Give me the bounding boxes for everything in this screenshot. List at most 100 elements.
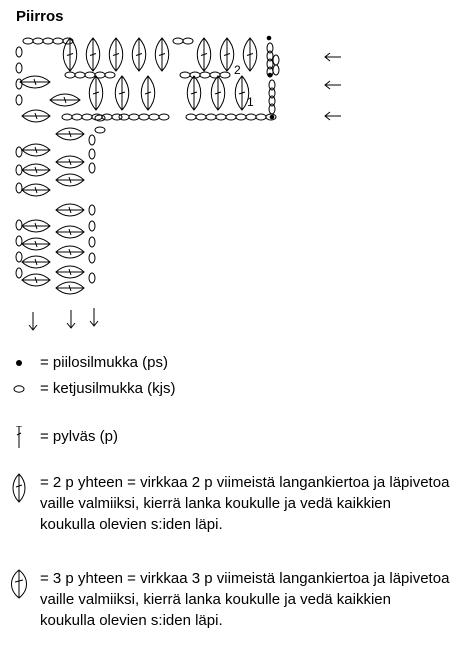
- chain-oval: [94, 114, 106, 122]
- chain-oval: [268, 95, 276, 107]
- chain-oval: [266, 50, 274, 62]
- chain-oval: [179, 71, 191, 79]
- chain-oval: [185, 113, 197, 121]
- chain-oval: [15, 94, 23, 106]
- cluster-bar: [34, 222, 38, 230]
- chain-oval: [195, 113, 207, 121]
- row-arrow-head: [28, 324, 38, 331]
- cluster-bar: [118, 91, 126, 95]
- chain-oval: [255, 113, 267, 121]
- chain-oval: [88, 272, 96, 284]
- chain-oval: [22, 37, 34, 45]
- chain-oval: [15, 267, 23, 279]
- cluster-bar: [89, 53, 97, 56]
- chain-oval: [15, 164, 23, 176]
- chain-oval: [88, 236, 96, 248]
- chain-oval: [158, 113, 170, 121]
- cluster-bar: [246, 53, 254, 56]
- cluster-bar: [66, 53, 74, 56]
- chain-oval: [268, 79, 276, 91]
- cluster-bar: [68, 206, 72, 214]
- chain-oval: [52, 37, 64, 45]
- chain-oval: [88, 148, 96, 160]
- chain-oval: [15, 251, 23, 263]
- cluster-bar: [92, 91, 100, 95]
- chain-oval: [128, 113, 140, 121]
- chain-oval: [138, 113, 150, 121]
- legend-text-chain: = ketjusilmukka (kjs): [40, 380, 176, 397]
- cluster-bar: [34, 166, 38, 174]
- chain-oval: [266, 58, 274, 70]
- cluster-bar: [200, 53, 208, 56]
- row-label-1: 1: [247, 95, 254, 109]
- chain-oval: [74, 71, 86, 79]
- chain-oval: [272, 54, 280, 66]
- cluster-bar: [68, 130, 72, 138]
- cluster-bar: [223, 53, 231, 56]
- row-arrow-head: [66, 322, 76, 329]
- chain-oval: [42, 37, 54, 45]
- chain-oval: [215, 113, 227, 121]
- cluster-bar: [144, 91, 152, 95]
- chain-oval: [94, 126, 106, 134]
- chain-oval: [101, 113, 113, 121]
- chain-oval: [88, 220, 96, 232]
- chain-oval: [182, 37, 194, 45]
- chain-oval: [15, 62, 23, 74]
- chain-oval-icon: [13, 385, 25, 393]
- legend-text-slip-stitch: = piilosilmukka (ps): [40, 354, 168, 371]
- cluster-bar: [68, 228, 72, 236]
- legend-text-treble: = pylväs (p): [40, 428, 118, 445]
- cluster-bar: [34, 146, 38, 154]
- slip-stitch-dot: [269, 114, 275, 120]
- page-title: Piirros: [16, 8, 64, 25]
- chain-oval: [235, 113, 247, 121]
- chain-oval: [15, 235, 23, 247]
- cluster-bar: [33, 78, 37, 86]
- cluster-bar: [68, 248, 72, 256]
- cluster-bar: [34, 186, 38, 194]
- chain-oval: [61, 113, 73, 121]
- chart-marks: [15, 35, 341, 331]
- two-together-icon: [12, 473, 26, 503]
- chain-oval: [88, 252, 96, 264]
- cluster-bar: [158, 53, 166, 56]
- cluster-bar: [68, 284, 72, 292]
- cluster-bar: [68, 158, 72, 166]
- cluster-bar: [135, 53, 143, 56]
- cluster-bar: [34, 276, 38, 284]
- chain-oval: [272, 64, 280, 76]
- chain-oval: [81, 113, 93, 121]
- treble-stitch-icon: [16, 426, 22, 448]
- slip-stitch-dot: [266, 35, 272, 41]
- chain-oval: [148, 113, 160, 121]
- slip-stitch-dot-icon: [16, 360, 22, 366]
- row-arrow-head: [324, 80, 331, 90]
- chain-oval: [205, 113, 217, 121]
- cluster-bar: [238, 91, 246, 95]
- row-label-2: 2: [234, 63, 241, 77]
- chain-oval: [88, 162, 96, 174]
- chain-oval: [88, 134, 96, 146]
- cluster-bar: [190, 91, 198, 95]
- chain-oval: [64, 71, 76, 79]
- cluster-bar: [68, 268, 72, 276]
- chain-oval: [268, 87, 276, 99]
- chain-oval: [111, 113, 123, 121]
- cluster-bar: [63, 96, 67, 104]
- chain-oval: [245, 113, 257, 121]
- chain-oval: [15, 219, 23, 231]
- chain-oval: [71, 113, 83, 121]
- chain-oval: [199, 71, 211, 79]
- chain-oval: [172, 37, 184, 45]
- cluster-bar: [68, 176, 72, 184]
- cluster-bar: [34, 258, 38, 266]
- cluster-bar: [214, 91, 222, 95]
- crochet-chart: 2 1: [15, 35, 341, 331]
- chain-oval: [266, 42, 274, 54]
- legend-text-three-together: = 3 p yhteen = virkkaa 3 p viimeistä lan…: [40, 570, 450, 629]
- chain-oval: [225, 113, 237, 121]
- chain-oval: [32, 37, 44, 45]
- chain-oval: [88, 204, 96, 216]
- chain-oval: [15, 182, 23, 194]
